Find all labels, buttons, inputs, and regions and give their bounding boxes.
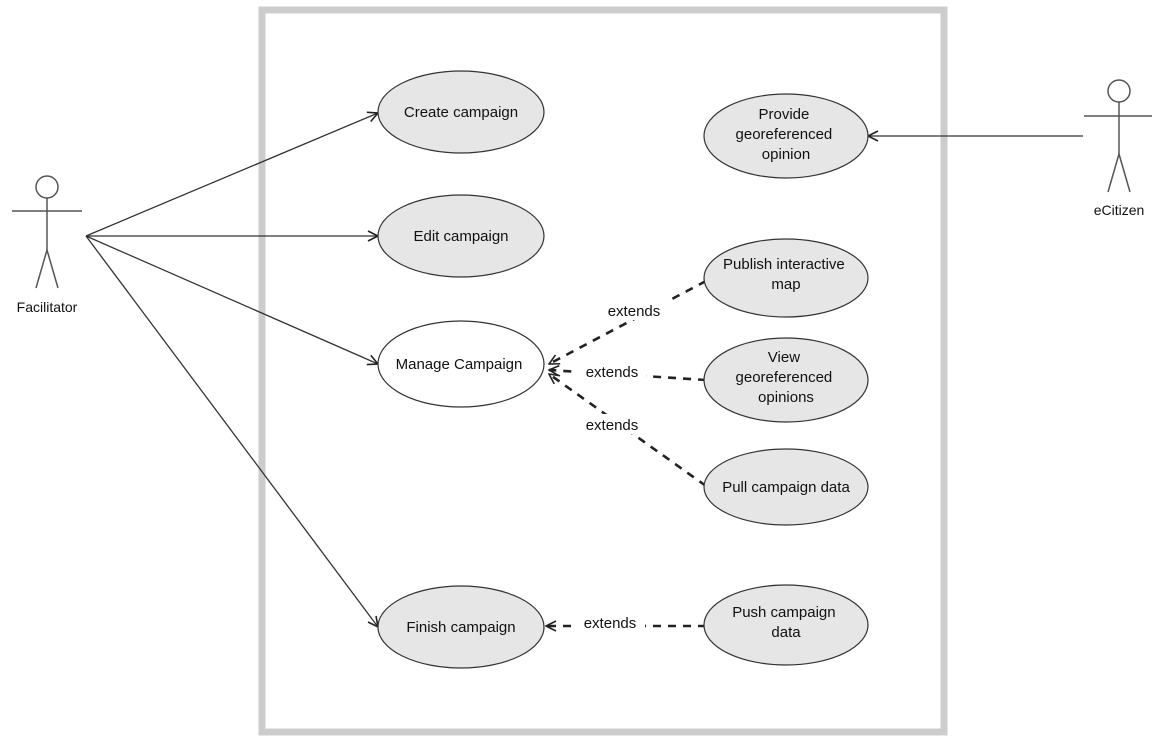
facilitator-leg-right: [46, 249, 59, 289]
usecase-edit-campaign: Edit campaign: [377, 194, 545, 278]
view-opinions-label-3: opinions: [758, 389, 814, 406]
provide-opinion-label-1: Provide: [758, 106, 809, 123]
svg-text:Finish campaign: Finish campaign: [406, 619, 515, 636]
svg-text:Provide georeferenced: Provide georeferenced opinion: [736, 106, 837, 163]
extends-label-view: extends: [586, 364, 639, 381]
usecase-manage-campaign: Manage Campaign: [377, 320, 545, 408]
extends-line-publish: [549, 279, 707, 366]
svg-text:Create campaign: Create campaign: [404, 104, 518, 121]
create-campaign-label: Create campaign: [404, 104, 518, 121]
usecase-finish-campaign: Finish campaign: [377, 585, 545, 669]
publish-map-label-2: map: [771, 276, 800, 293]
system-boundary: [258, 6, 948, 736]
usecase-publish-map: Publish interactive map: [703, 238, 869, 318]
actor-facilitator: Facilitator: [12, 175, 82, 315]
svg-text:Manage Campaign: Manage Campaign: [396, 356, 523, 373]
usecase-provide-opinion: Provide georeferenced opinion: [703, 93, 869, 179]
view-opinions-label-2: georeferenced: [736, 369, 833, 386]
push-data-label-2: data: [771, 624, 801, 641]
facilitator-label: Facilitator: [17, 299, 78, 315]
svg-text:Publish interactive map: Publish interactive map: [723, 256, 849, 293]
svg-text:Pull campaign data: Pull campaign data: [722, 479, 850, 496]
facilitator-head: [35, 175, 59, 199]
svg-text:Push campaign data: Push campaign data: [732, 604, 840, 641]
push-data-label-1: Push campaign: [732, 604, 835, 621]
ecitizen-label: eCitizen: [1094, 202, 1145, 218]
extends-label-push: extends: [584, 615, 637, 632]
usecase-push-data: Push campaign data: [703, 584, 869, 666]
usecase-create-campaign: Create campaign: [377, 70, 545, 154]
manage-campaign-label: Manage Campaign: [396, 356, 523, 373]
edit-campaign-label: Edit campaign: [413, 228, 508, 245]
ecitizen-leg-left: [1107, 153, 1120, 193]
assoc-manage-campaign: [85, 235, 378, 364]
assoc-finish-campaign: [85, 235, 378, 627]
view-opinions-label-1: View: [768, 349, 800, 366]
extends-label-pull: extends: [586, 417, 639, 434]
extends-label-publish: extends: [608, 303, 661, 320]
actor-ecitizen: eCitizen: [1084, 79, 1152, 218]
svg-text:View georeferenced: View georeferenced opinions: [736, 349, 837, 406]
finish-campaign-label: Finish campaign: [406, 619, 515, 636]
publish-map-label-1: Publish interactive: [723, 256, 845, 273]
usecase-view-opinions: View georeferenced opinions: [703, 337, 869, 423]
provide-opinion-label-3: opinion: [762, 146, 810, 163]
svg-text:Edit campaign: Edit campaign: [413, 228, 508, 245]
assoc-create-campaign: [85, 113, 378, 237]
facilitator-leg-left: [35, 249, 48, 289]
pull-data-label: Pull campaign data: [722, 479, 850, 496]
ecitizen-leg-right: [1118, 153, 1131, 193]
usecase-pull-data: Pull campaign data: [703, 448, 869, 526]
ecitizen-head: [1107, 79, 1131, 103]
provide-opinion-label-2: georeferenced: [736, 126, 833, 143]
